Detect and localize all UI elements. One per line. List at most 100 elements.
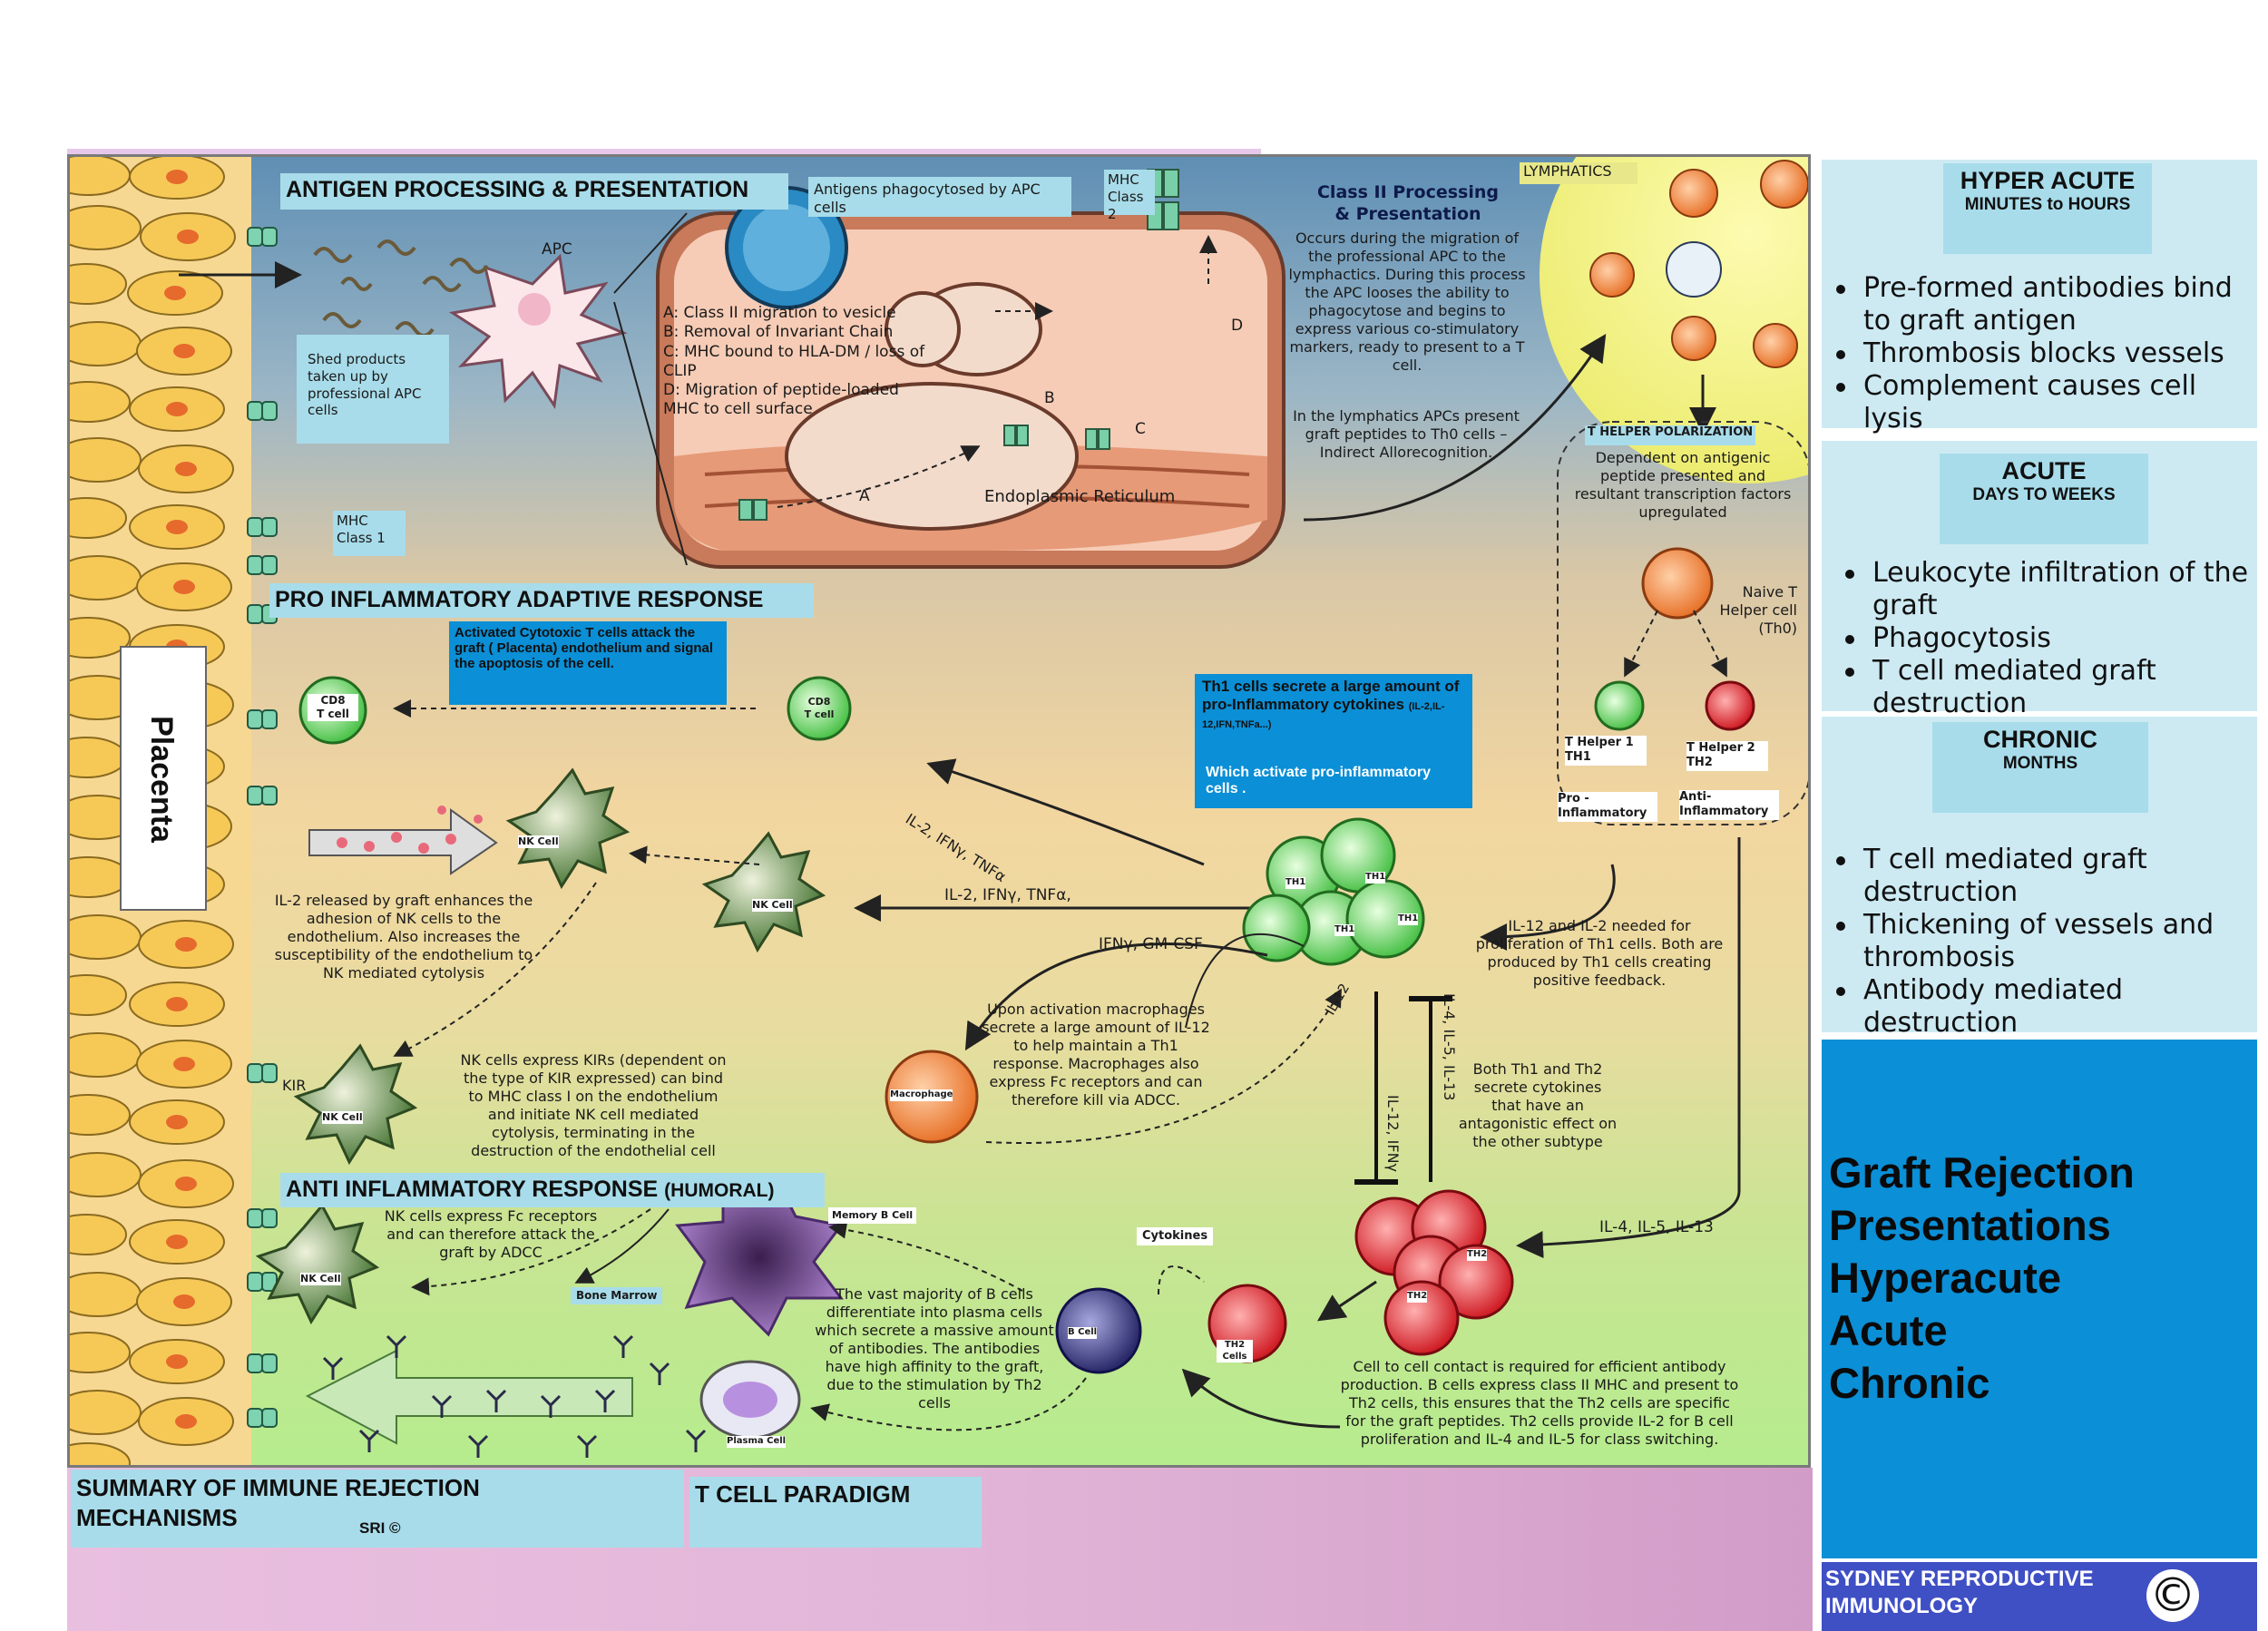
hyper-list: Pre-formed antibodies bind to graft anti… bbox=[1833, 272, 2259, 435]
il4513-vertical: IL-4, IL-5, IL-13 bbox=[1441, 993, 1458, 1101]
lymphatics-label: LYMPHATICS bbox=[1520, 162, 1637, 184]
anti-heading: ANTI INFLAMMATORY RESPONSE (HUMORAL) bbox=[280, 1173, 825, 1207]
pres-line: Chronic bbox=[1829, 1359, 1990, 1407]
ifn-gmcsf-label: IFNγ, GM-CSF bbox=[1099, 935, 1203, 953]
acute-sub: DAYS TO WEEKS bbox=[1972, 485, 2116, 504]
anti-inflammatory-label: Anti- Inflammatory bbox=[1679, 790, 1779, 820]
org-name: SYDNEY REPRODUCTIVE IMMUNOLOGY bbox=[1825, 1567, 2094, 1618]
letter-c: C bbox=[1135, 420, 1146, 438]
pro-heading: PRO INFLAMMATORY ADAPTIVE RESPONSE bbox=[269, 583, 814, 618]
naive-label: Naive T Helper cell (Th0) bbox=[1719, 583, 1797, 637]
apc-label: APC bbox=[542, 240, 572, 259]
org-footer: SYDNEY REPRODUCTIVE IMMUNOLOGY © bbox=[1822, 1562, 2257, 1631]
nk-label-4: NK Cell bbox=[300, 1273, 341, 1285]
processing-steps: A: Class II migration to vesicle B: Remo… bbox=[663, 304, 925, 419]
th1-label: T Helper 1 TH1 bbox=[1565, 736, 1647, 766]
anti-heading-sub: (HUMORAL) bbox=[664, 1180, 775, 1201]
acute-item: Leukocyte infiltration of the graft bbox=[1842, 557, 2264, 622]
acute-title: ACUTE bbox=[2001, 457, 2087, 484]
th1-secrete-box: Th1 cells secrete a large amount of pro-… bbox=[1195, 674, 1472, 757]
lymphatics-node bbox=[1540, 157, 1808, 483]
paradigm-box: T CELL PARADIGM bbox=[689, 1477, 982, 1548]
anti-heading-main: ANTI INFLAMMATORY RESPONSE bbox=[286, 1177, 659, 1202]
nk-label-3: NK Cell bbox=[322, 1111, 363, 1124]
cd8-left-label: CD8 T cell bbox=[308, 694, 358, 721]
th2-cells-label: TH2 Cells bbox=[1217, 1340, 1253, 1362]
pres-line: Acute bbox=[1829, 1306, 1948, 1354]
th1-tag-1: TH1 bbox=[1286, 877, 1306, 889]
il4513-label: IL-4, IL-5, IL-13 bbox=[1599, 1218, 1714, 1236]
chronic-head: CHRONIC MONTHS bbox=[1932, 722, 2148, 813]
chronic-title: CHRONIC bbox=[1983, 726, 2097, 753]
class2-body: Occurs during the migration of the profe… bbox=[1288, 230, 1526, 374]
apc-cell bbox=[448, 253, 628, 410]
macrophage-label: Macrophage bbox=[890, 1089, 953, 1101]
both-text: Both Th1 and Th2 secrete cytokines that … bbox=[1458, 1060, 1618, 1150]
il12ifn-vertical: IL-12, IFNγ bbox=[1384, 1095, 1402, 1173]
antigen-heading: ANTIGEN PROCESSING & PRESENTATION bbox=[280, 173, 788, 210]
pro-inflammatory-label: Pro - Inflammatory bbox=[1558, 792, 1657, 822]
presentations-box: Graft Rejection Presentations Hyperacute… bbox=[1822, 1040, 2257, 1558]
antigen-particles bbox=[313, 239, 489, 337]
th2-tag-1: TH2 bbox=[1467, 1249, 1488, 1261]
acute-item: T cell mediated graft destruction bbox=[1842, 655, 2264, 720]
th1-tag-2: TH1 bbox=[1365, 872, 1386, 884]
nk-label-1: NK Cell bbox=[518, 835, 559, 848]
nk-label-2: NK Cell bbox=[752, 899, 793, 912]
th1-secrete-text: Th1 cells secrete a large amount of pro-… bbox=[1202, 678, 1460, 713]
class2-title: Class II Processing & Presentation bbox=[1316, 182, 1500, 224]
pres-line: Hyperacute bbox=[1829, 1254, 2061, 1302]
kir-label: KIR bbox=[282, 1077, 307, 1094]
top-stripe bbox=[67, 149, 1261, 154]
cytokines-label: Cytokines bbox=[1137, 1227, 1214, 1246]
chronic-item: T cell mediated graft destruction bbox=[1833, 844, 2259, 909]
th1-secrete-small: (IL-2,IL-12,IFN,TNFa...) bbox=[1202, 701, 1445, 730]
pres-line: Presentations bbox=[1829, 1201, 2111, 1249]
chronic-item: Thickening of vessels and thrombosis bbox=[1833, 909, 2259, 974]
lymph-body: In the lymphatics APCs present graft pep… bbox=[1293, 407, 1520, 461]
chronic-item: Antibody mediated destruction bbox=[1833, 974, 2259, 1040]
contact-text: Cell to cell contact is required for eff… bbox=[1340, 1358, 1739, 1448]
macro-text: Upon activation macrophages secrete a la… bbox=[982, 1001, 1210, 1108]
acute-list: Leukocyte infiltration of the graft Phag… bbox=[1842, 557, 2264, 720]
phagocytosed-label: Antigens phagocytosed by APC cells bbox=[808, 177, 1071, 217]
pres-line: Graft Rejection bbox=[1829, 1148, 2135, 1196]
hyper-item: Thrombosis blocks vessels bbox=[1833, 337, 2259, 370]
which-activate-box: Which activate pro-inflammatory cells . bbox=[1195, 757, 1472, 808]
hyper-title: HYPER ACUTE bbox=[1960, 167, 2136, 194]
apc-processing-cell bbox=[656, 169, 1286, 569]
thelper-body: Dependent on antigenic peptide presented… bbox=[1574, 449, 1792, 521]
mhc1-label: MHC Class 1 bbox=[333, 511, 406, 556]
main-diagram: Placenta ANTIGEN PROCESSING & PRESENTATI… bbox=[67, 154, 1811, 1468]
summary-box: SUMMARY OF IMMUNE REJECTION MECHANISMS S… bbox=[71, 1470, 684, 1548]
sri-label: SRI © bbox=[359, 1519, 401, 1537]
nk-kir-text: NK cells express KIRs (dependent on the … bbox=[460, 1051, 727, 1159]
chronic-sub: MONTHS bbox=[2002, 754, 2078, 773]
letter-a: A bbox=[859, 487, 870, 505]
hyper-item: Complement causes cell lysis bbox=[1833, 370, 2259, 435]
majority-text: The vast majority of B cells differentia… bbox=[815, 1285, 1054, 1411]
placenta-label: Placenta bbox=[144, 716, 179, 843]
letter-d: D bbox=[1231, 317, 1244, 335]
memory-label: Memory B Cell bbox=[828, 1207, 917, 1224]
placenta-label-box bbox=[120, 646, 207, 911]
letter-b: B bbox=[1044, 389, 1055, 407]
summary-title: SUMMARY OF IMMUNE REJECTION MECHANISMS bbox=[76, 1474, 480, 1531]
chronic-list: T cell mediated graft destruction Thicke… bbox=[1833, 844, 2259, 1040]
thelper-box bbox=[1557, 421, 1808, 825]
th1-cluster bbox=[1242, 817, 1425, 966]
th2-tag-2: TH2 bbox=[1407, 1291, 1428, 1303]
er-label: Endoplasmic Reticulum bbox=[984, 487, 1176, 506]
diagram-artwork bbox=[70, 157, 1808, 1465]
acute-head: ACUTE DAYS TO WEEKS bbox=[1940, 454, 2148, 544]
il2-mid-label: IL-2, IFNγ, TNFα, bbox=[944, 886, 1071, 904]
mhc2-label: MHC Class 2 bbox=[1104, 170, 1155, 222]
th1-tag-4: TH1 bbox=[1398, 913, 1419, 925]
cd8-right-label: CD8 T cell bbox=[804, 696, 835, 720]
th1-tag-3: TH1 bbox=[1334, 924, 1355, 936]
hyper-head: HYPER ACUTE MINUTES to HOURS bbox=[1943, 163, 2152, 254]
nk-fc-text: NK cells express Fc receptors and can th… bbox=[384, 1207, 598, 1261]
il12-needed-text: IL-12 and IL-2 needed for proliferation … bbox=[1475, 917, 1724, 989]
acute-item: Phagocytosis bbox=[1842, 622, 2264, 655]
activated-ctl-box: Activated Cytotoxic T cells attack the g… bbox=[449, 621, 727, 705]
